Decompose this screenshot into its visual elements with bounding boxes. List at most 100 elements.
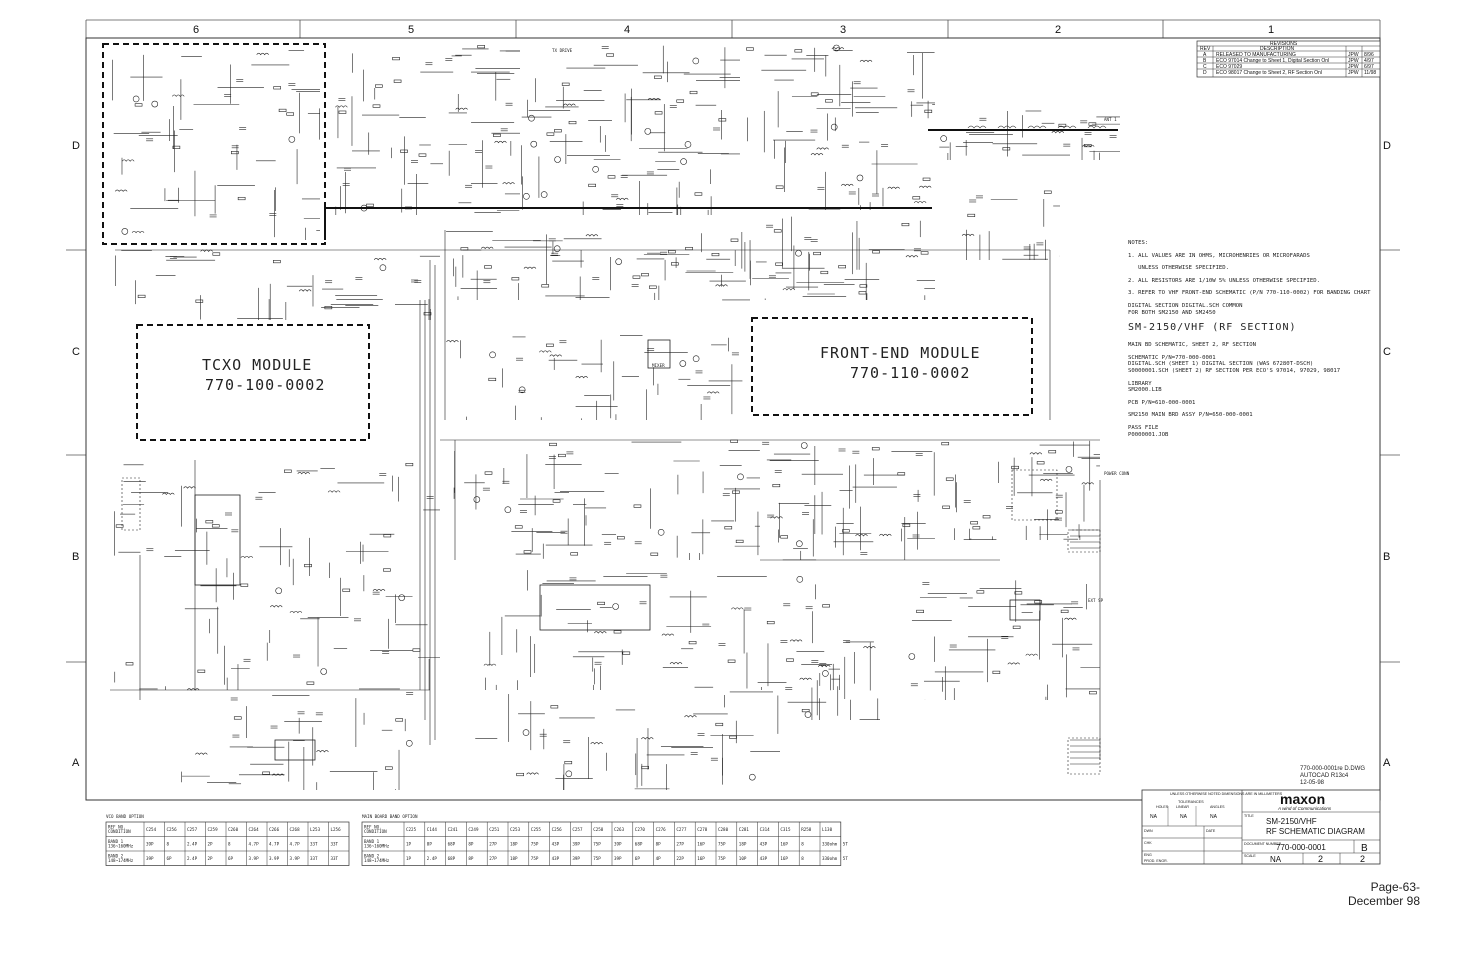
svg-text:ECO 98017 Change to Sheet 2, R: ECO 98017 Change to Sheet 2, RF Section … <box>1216 70 1322 76</box>
table-cell: 330ohm <box>822 841 838 846</box>
document-number: 770-000-0001 <box>1276 843 1326 852</box>
table-cell: 22P <box>676 856 684 861</box>
table-cell: 2P <box>208 856 214 861</box>
table-cell: 75P <box>531 841 539 846</box>
table-cell: 68P <box>635 841 643 846</box>
table-cell: 5T <box>843 841 849 846</box>
table-cell: 2.4P <box>427 856 438 861</box>
tol-holes-label: HOLES <box>1156 805 1169 809</box>
zone-col-5: 5 <box>408 24 414 36</box>
svg-text:ECO 97014 Change to Sheet 1, D: ECO 97014 Change to Sheet 1, Digital Sec… <box>1216 58 1329 64</box>
table-cell: 33T <box>331 856 339 861</box>
sheet-number: 2 <box>1318 854 1323 864</box>
table-cell: 8 <box>167 841 170 846</box>
table-cell: 39P <box>614 841 622 846</box>
svg-text:6/97: 6/97 <box>1364 64 1374 70</box>
svg-text:D: D <box>1203 70 1207 76</box>
table-header-cell: C266 <box>269 827 280 832</box>
note-1-continued: UNLESS OTHERWISE SPECIFIED. <box>1128 265 1230 272</box>
zone-row-c-right: C <box>1383 346 1391 358</box>
sheet-total: 2 <box>1360 854 1365 864</box>
revision-row: A RELEASED TO MANUFACTURING JPW 8/96 <box>1203 52 1374 58</box>
revision-row: B ECO 97014 Change to Sheet 1, Digital S… <box>1203 58 1374 64</box>
zone-row-a-right: A <box>1383 757 1391 769</box>
zone-col-2: 2 <box>1055 24 1061 36</box>
notes-panel: NOTES: 1. ALL VALUES ARE IN OHMS, MICROH… <box>1128 240 1398 444</box>
svg-text:ECO 97029: ECO 97029 <box>1216 64 1242 70</box>
table-header-cell: C256 <box>552 827 563 832</box>
table-cell: 4.7P <box>249 841 260 846</box>
svg-text:11/98: 11/98 <box>1364 70 1376 76</box>
tol-angles-label: ANGLES <box>1210 805 1225 809</box>
dwn-label: DWN <box>1144 829 1153 833</box>
table-header-cell: C253 <box>510 827 521 832</box>
zone-row-labels: D C B A D C B A <box>72 140 1391 769</box>
table-cell: 75P <box>718 841 726 846</box>
table-cell: 39P <box>146 856 154 861</box>
table-cell: 18P <box>510 856 518 861</box>
table-cell: 68P <box>448 856 456 861</box>
table-cell: 27P <box>676 841 684 846</box>
table-cell: 4.7P <box>290 841 301 846</box>
table-header-cell: C268 <box>290 827 301 832</box>
note-1: 1. ALL VALUES ARE IN OHMS, MICROHENRIES … <box>1128 252 1310 259</box>
table-cell: 75P <box>593 841 601 846</box>
notes-heading: NOTES: <box>1128 240 1149 246</box>
svg-text:JPW: JPW <box>1348 70 1359 76</box>
maxon-logo: maxon <box>1280 791 1325 807</box>
pass-file-note: PASS FILE P0000001.JOB <box>1128 424 1169 438</box>
zone-col-3: 3 <box>840 24 846 36</box>
revision-letter: B <box>1361 843 1368 854</box>
table-cell: 33T <box>331 841 339 846</box>
table-cell: 6P <box>228 856 234 861</box>
tol-linear-value: NA <box>1180 814 1188 820</box>
table-cell: 39P <box>572 841 580 846</box>
table-cell: 39P <box>146 841 154 846</box>
table-cell: 2P <box>208 841 214 846</box>
table-cell: 8 <box>801 841 804 846</box>
table-cell: 8P <box>427 841 433 846</box>
schematic-wiring <box>110 45 1120 790</box>
table-header-cell: C254 <box>146 827 157 832</box>
table-header-cell: C144 <box>427 827 438 832</box>
table-cell: 16P <box>780 856 788 861</box>
page-number: Page-63- <box>1370 880 1420 894</box>
table-cell: 39P <box>614 856 622 861</box>
table-header-cell: REF NO.CONDITION <box>108 824 131 834</box>
drawing-cad: AUTOCAD R13c4 <box>1300 773 1349 779</box>
maxon-tagline: A wind of Communications <box>1277 806 1332 811</box>
digital-common-note: DIGITAL SECTION DIGITAL.SCH COMMON FOR B… <box>1128 302 1243 316</box>
revisions-header-rev: REV <box>1200 46 1211 52</box>
table-cell: 330ohm <box>822 856 838 861</box>
svg-text:JPW: JPW <box>1348 64 1359 70</box>
document-number-label: DOCUMENT NUMBER <box>1244 842 1282 846</box>
table-cell: 1P <box>406 841 412 846</box>
revision-row: C ECO 97029 JPW 6/97 <box>1203 64 1374 70</box>
table-header-cell: C258 <box>593 827 604 832</box>
zone-column-labels: 6 5 4 3 2 1 <box>193 24 1274 36</box>
table-header-cell: C314 <box>760 827 771 832</box>
title-line-1: SM-2150/VHF <box>1266 817 1317 826</box>
ext-sp-label: EXT SP <box>1088 598 1104 603</box>
revisions-header-desc: DESCRIPTION <box>1260 46 1295 52</box>
power-conn-label: POWER CONN <box>1104 471 1130 476</box>
main-bd-assy-note: SM2150 MAIN BRD ASSY P/N=650-000-0001 <box>1128 412 1253 419</box>
bus-lines <box>324 129 1118 240</box>
table-header-cell: C259 <box>208 827 219 832</box>
sheet-border <box>66 19 1400 663</box>
schematic-components <box>114 44 1117 781</box>
table-header-cell: C263 <box>614 827 625 832</box>
pcb-note: PCB P/N=610-000-0001 <box>1128 399 1196 406</box>
table-cell: 6P <box>635 856 641 861</box>
front-end-module-name: FRONT-END MODULE <box>820 344 981 362</box>
scale-value: NA <box>1270 855 1282 864</box>
section-title: SM-2150/VHF (RF SECTION) <box>1128 322 1297 334</box>
table-cell: 2.4P <box>187 856 198 861</box>
zone-row-c-left: C <box>72 346 80 358</box>
schematic-frame <box>85 37 1381 801</box>
